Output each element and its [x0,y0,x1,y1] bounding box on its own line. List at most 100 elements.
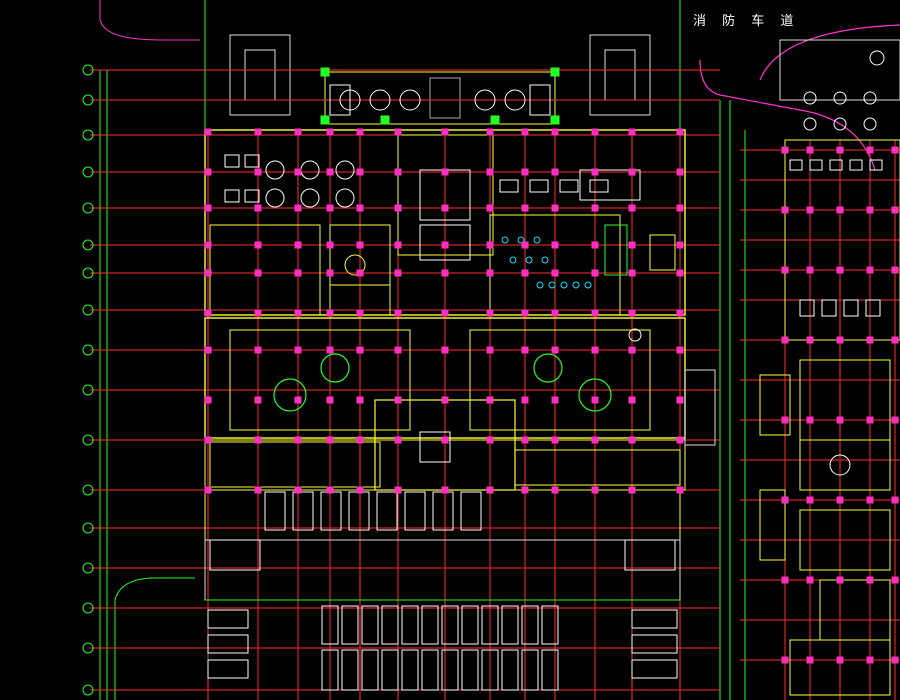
stair [649,234,676,271]
planter [474,89,496,111]
parking-stall [361,605,379,645]
structural-column [866,656,874,664]
structural-column [551,269,559,277]
structural-column [294,309,302,317]
planter [399,89,421,111]
parking-stall [461,649,479,691]
plumbing-fixture [509,256,517,264]
axis-bubble [82,344,94,356]
structural-column [628,396,636,404]
parking-stall-side [207,634,249,654]
structural-column [521,486,529,494]
annex-room [799,509,891,571]
structural-column [591,436,599,444]
structural-column [294,396,302,404]
structural-column [204,204,212,212]
structural-column [551,204,559,212]
structural-column [254,128,262,136]
structural-column [486,309,494,317]
parking-stall [381,605,399,645]
structural-column [806,206,814,214]
structural-column [356,486,364,494]
ceiling-fixture [869,50,885,66]
parking-stall [541,649,559,691]
parking-stall-side [207,609,249,629]
annex-fixture [799,299,815,317]
annex-stair [759,374,791,436]
structural-column [836,576,844,584]
structural-column [326,396,334,404]
structural-column [676,128,684,136]
feature-planter [273,378,307,412]
parking-stall [461,605,479,645]
ceiling-fixture [863,91,877,105]
axis-bubble [82,484,94,496]
axis-bubble [82,642,94,654]
structural-column [836,266,844,274]
structural-column [441,168,449,176]
parking-stall [521,649,539,691]
structural-column [204,486,212,494]
structural-column [441,309,449,317]
structural-column [356,436,364,444]
structural-column [441,204,449,212]
parking-stall-upper [376,491,398,531]
lounge-set [579,169,641,201]
annex-room [819,579,891,641]
structural-column [676,241,684,249]
canopy-column [320,115,330,125]
annex-room [799,439,891,491]
structural-column [836,146,844,154]
structural-column [591,309,599,317]
structural-column [628,269,636,277]
parking-stall-upper [348,491,370,531]
structural-column [628,486,636,494]
structural-column [891,656,899,664]
structural-column [326,168,334,176]
sofa [559,179,579,193]
structural-column [551,436,559,444]
parking-stall-side [207,659,249,679]
structural-column [441,241,449,249]
axis-bubble [82,94,94,106]
structural-column [591,168,599,176]
annex-fixture [809,159,823,171]
structural-column [326,241,334,249]
dining-table [224,189,240,203]
structural-column [441,396,449,404]
structural-column [891,146,899,154]
axis-bubble [82,562,94,574]
round-table [335,188,355,208]
canopy-column [320,67,330,77]
structural-column [254,436,262,444]
parking-stall-upper [264,491,286,531]
structural-column [628,204,636,212]
structural-column [866,206,874,214]
structural-column [551,309,559,317]
bench [529,84,551,116]
structural-column [356,128,364,136]
structural-column [326,346,334,354]
parking-stall-upper [432,491,454,531]
wall-layer [204,129,900,696]
parking-stall-side [631,634,678,654]
ceiling-fixture [803,91,817,105]
canopy-detail [604,49,636,101]
structural-column [866,576,874,584]
plumbing-fixture [517,236,525,244]
plumbing-fixture [525,256,533,264]
round-table [300,160,320,180]
structural-column [806,146,814,154]
structural-column [204,269,212,277]
ceiling-fixture [863,117,877,131]
structural-column [356,269,364,277]
entrance-canopy-left [229,34,291,116]
feature-planter [320,353,350,383]
site-outline-layer [99,0,900,700]
structural-column [521,436,529,444]
structural-column [806,266,814,274]
corridor-segment [209,441,381,488]
structural-column [441,486,449,494]
structural-column [486,396,494,404]
